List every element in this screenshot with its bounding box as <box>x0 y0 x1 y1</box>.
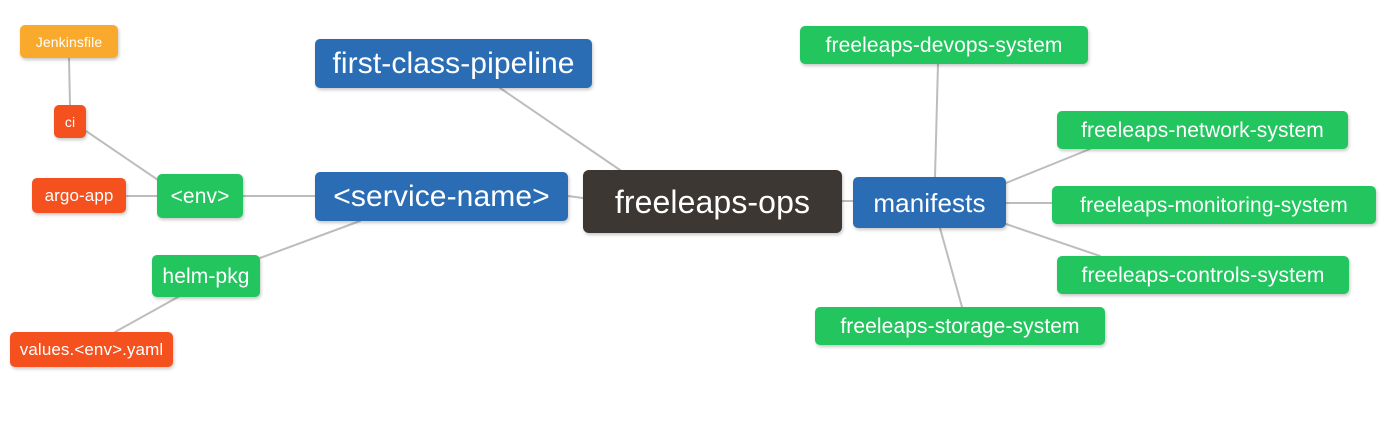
mindmap-node-label: freeleaps-devops-system <box>825 33 1063 57</box>
mindmap-node-jenkinsfile[interactable]: Jenkinsfile <box>20 25 118 58</box>
mindmap-node-freeleaps-devops-system[interactable]: freeleaps-devops-system <box>800 26 1088 64</box>
mindmap-node-freeleaps-monitoring-system[interactable]: freeleaps-monitoring-system <box>1052 186 1376 224</box>
mindmap-node-label: ci <box>64 113 76 130</box>
mindmap-node-env[interactable]: <env> <box>157 174 243 218</box>
mindmap-node-label: <env> <box>170 184 230 208</box>
mindmap-node-freeleaps-controls-system[interactable]: freeleaps-controls-system <box>1057 256 1349 294</box>
mindmap-node-label: first-class-pipeline <box>332 46 575 80</box>
mindmap-node-freeleaps-network-system[interactable]: freeleaps-network-system <box>1057 111 1348 149</box>
mindmap-node-values-yaml[interactable]: values.<env>.yaml <box>10 332 173 367</box>
mindmap-node-label: freeleaps-network-system <box>1081 118 1324 142</box>
mindmap-edge <box>1005 148 1091 184</box>
mindmap-node-first-class-pipeline[interactable]: first-class-pipeline <box>315 39 592 88</box>
mindmap-node-freeleaps-storage-system[interactable]: freeleaps-storage-system <box>815 307 1105 345</box>
mindmap-edge <box>68 57 71 106</box>
mindmap-node-label: freeleaps-storage-system <box>840 314 1080 338</box>
mindmap-node-helm-pkg[interactable]: helm-pkg <box>152 255 260 297</box>
mindmap-node-label: argo-app <box>44 186 114 205</box>
mindmap-edge <box>939 227 963 308</box>
mindmap-edge <box>259 220 361 259</box>
mindmap-edge <box>567 195 584 199</box>
mindmap-edge <box>934 63 939 178</box>
mindmap-node-label: freeleaps-controls-system <box>1081 263 1325 287</box>
mindmap-edge <box>114 296 179 333</box>
mindmap-node-service-name[interactable]: <service-name> <box>315 172 568 221</box>
mindmap-node-argo-app[interactable]: argo-app <box>32 178 126 213</box>
mindmap-edge <box>85 130 159 181</box>
mindmap-node-label: freeleaps-monitoring-system <box>1080 193 1348 217</box>
mindmap-node-ci[interactable]: ci <box>54 105 86 138</box>
mindmap-edge <box>499 87 621 171</box>
mindmap-node-freeleaps-ops[interactable]: freeleaps-ops <box>583 170 842 233</box>
mindmap-node-label: <service-name> <box>333 179 550 213</box>
mindmap-node-label: Jenkinsfile <box>35 33 103 50</box>
mindmap-node-manifests[interactable]: manifests <box>853 177 1006 228</box>
mindmap-edge <box>1005 223 1101 257</box>
mindmap-node-label: manifests <box>873 187 986 218</box>
mindmap-node-label: values.<env>.yaml <box>19 340 164 359</box>
mindmap-node-label: helm-pkg <box>162 264 250 288</box>
mindmap-node-label: freeleaps-ops <box>614 183 811 220</box>
